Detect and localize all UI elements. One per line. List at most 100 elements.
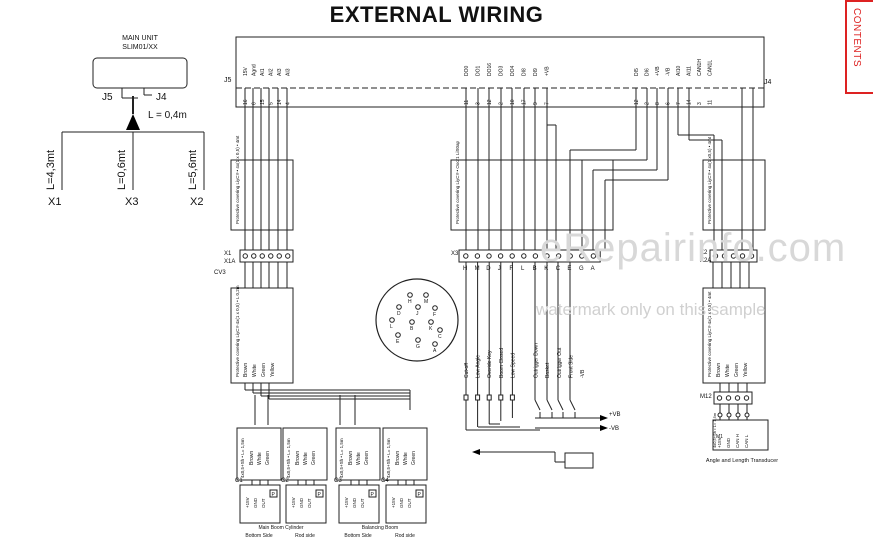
sensor-wire-color: Green	[311, 451, 317, 465]
x3-function: Boom Closed	[499, 348, 505, 378]
plug-pin	[432, 341, 438, 347]
contents-tab[interactable]: CONTENTS	[845, 0, 873, 94]
m12-strip-pin	[743, 395, 750, 401]
bus-mid-signal: +VB	[545, 66, 551, 76]
sensor-id: C1	[235, 478, 243, 484]
cv3-wire-color: White	[252, 364, 258, 377]
main-unit-label: MAIN UNIT	[122, 35, 159, 42]
sensor-pin: +15V	[245, 497, 250, 508]
sensor-p-label: P	[318, 492, 322, 498]
x3-letter: D	[486, 266, 491, 272]
x3-strip-pin	[474, 253, 481, 259]
branch-length: L=4,3mt	[45, 150, 57, 190]
sensor-wire-color: Green	[265, 451, 271, 465]
plug-letter: F	[433, 312, 436, 318]
sensor-p-box	[269, 489, 278, 498]
sensor-side: Rod side	[395, 533, 415, 539]
bus-mid-signal: DI9	[533, 68, 539, 76]
bus-left-pin: 15	[260, 99, 266, 105]
cv5-wire-color: Brown	[716, 363, 722, 377]
cv5-wire-color: White	[725, 364, 731, 377]
x3-strip-pin	[509, 253, 515, 259]
x1a-label: X1A	[224, 259, 235, 265]
sensor-wire-color: Brown	[348, 451, 354, 465]
plug-pin	[423, 292, 429, 298]
transducer-label: Angle and Length Transducer	[706, 458, 778, 464]
plug-pin	[428, 319, 434, 325]
bus-right-signal: -VB	[666, 67, 672, 76]
cable-cv5-label: Protective covering LiyCY-4x(1 x 0,5) • …	[707, 291, 712, 377]
plug-letter: H	[408, 299, 412, 305]
branch-length: L=0,6mt	[116, 150, 128, 190]
bus-mid-pin: 12	[487, 99, 493, 105]
sensor-p-box	[368, 489, 377, 498]
bus-left-signal: AI3	[277, 68, 283, 76]
main-unit-model: SLIM01/XX	[122, 44, 158, 51]
plug-pin	[409, 319, 415, 325]
x3-strip-pin	[590, 253, 597, 259]
plug-body	[375, 278, 459, 362]
bus-right-signal: DI6	[645, 68, 651, 76]
bus-left-pin: 14	[277, 99, 283, 105]
sensor-wire-color: Green	[411, 451, 417, 465]
bus-right-pin: 11	[708, 100, 714, 105]
bus-box	[235, 36, 765, 108]
x3-fuse	[463, 394, 469, 401]
plug-letter: B	[410, 326, 414, 332]
x2-strip-pin	[712, 253, 719, 259]
cv3-wire-color: Yellow	[270, 362, 276, 377]
sensor-pin: GND	[352, 497, 357, 508]
bus-mid-pin: 7	[545, 102, 551, 105]
plug-pin	[396, 304, 402, 310]
x1-strip-pin	[285, 253, 291, 259]
sensor-p-label: P	[418, 492, 422, 498]
plug-letter: M	[424, 299, 428, 305]
x3-function: Overide Key	[487, 350, 493, 378]
bus-right-pin: 8	[655, 102, 661, 105]
x3-strip-pin	[544, 253, 550, 259]
cv3-wire-color: Brown	[243, 363, 249, 377]
page-title: EXTERNAL WIRING	[329, 2, 544, 27]
x3-strip-pin	[497, 253, 504, 259]
m12-pin	[735, 412, 741, 418]
transducer-pin: GND	[726, 437, 731, 448]
x3-strip-pin	[486, 253, 492, 259]
x2-strip-pin	[748, 253, 755, 259]
sensor-pin: +15V	[344, 497, 349, 508]
sensor-p-label: P	[272, 492, 276, 498]
x3-letter: B	[533, 266, 537, 272]
bus-left-pin: 5	[269, 102, 275, 105]
bus-right-signal: CAN1L	[708, 60, 714, 76]
x3-fuse	[475, 394, 481, 401]
x3-letter: A	[591, 266, 595, 272]
m12-strip-pin	[716, 395, 723, 401]
watermark-site: eRepairinfo.com	[540, 226, 847, 270]
plug-letter: C	[438, 334, 442, 340]
sensor-cable-box	[282, 427, 328, 481]
plug-letter: E	[396, 339, 400, 345]
arrow	[472, 449, 480, 455]
cable-cv3-label: Protective covering LiyCY-4x(1 x 0,5) • …	[235, 285, 240, 377]
sensor-wire-color: Brown	[295, 451, 301, 465]
sensor-pin: OUT	[261, 498, 266, 508]
cv5-wire-color: Green	[734, 363, 740, 377]
sensor-cable: 4x0,5+Sh • L= 1,5m	[386, 438, 391, 478]
x1-strip-pin	[268, 253, 274, 259]
sensor-id: C4	[381, 478, 389, 484]
x3-letter: G	[579, 266, 584, 272]
x3-letter: K	[544, 266, 548, 272]
sensor-cable-box	[382, 427, 428, 481]
bus-left-signal: 15V	[243, 66, 249, 76]
plug-letter: J	[416, 311, 419, 317]
x3-switch	[534, 399, 541, 411]
x2-strip-pin	[739, 253, 746, 259]
x3-letter: L	[521, 266, 525, 272]
contents-tab-label: CONTENTS	[851, 8, 862, 67]
x3-letter: F	[509, 266, 513, 272]
bus-right-pin: 7	[676, 102, 682, 105]
x3-function: Low Speed	[510, 353, 516, 378]
plug-pin	[407, 292, 413, 298]
bus-mid-pin: 17	[522, 99, 528, 105]
